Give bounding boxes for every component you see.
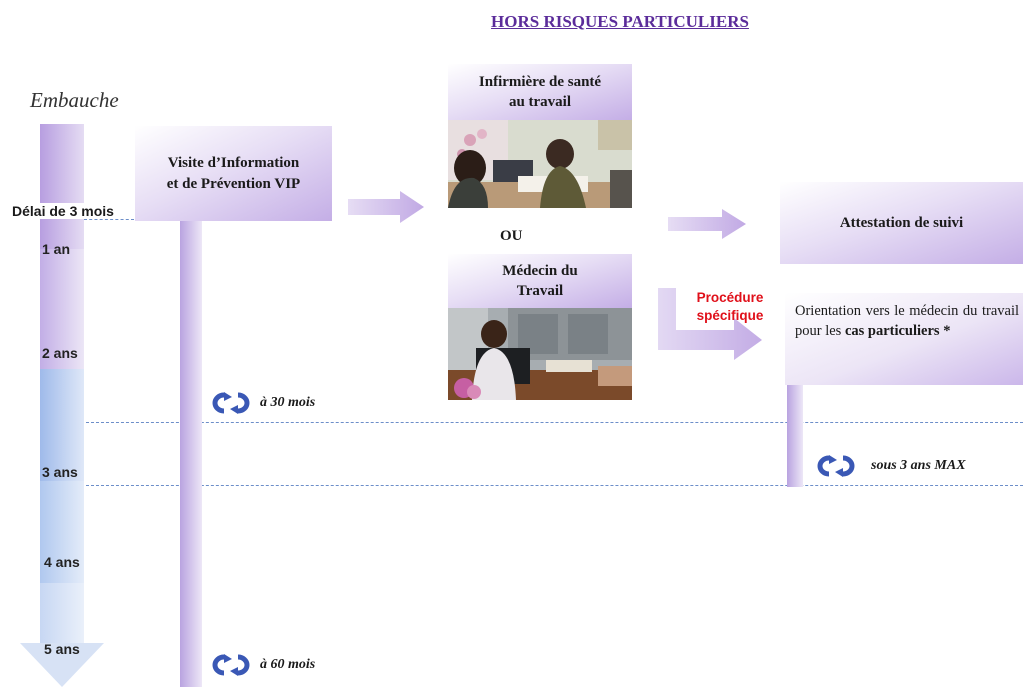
cycle-icon [212,392,250,414]
attestation-label: Attestation de suivi [839,214,964,231]
guide-line-30-months [86,422,1023,423]
or-label: OU [500,228,523,244]
bent-arrow-icon [658,288,762,360]
cycle-30-months: à 30 mois [210,392,315,414]
year-label-2: 2 ans [42,345,78,361]
cycle-3-label: sous 3 ans MAX [871,458,966,473]
doctor-photo [448,308,632,400]
procedure-line-1: Procédure [696,290,764,305]
vip-line-2: et de Prévention VIP [166,175,301,192]
timeline-start-label: Embauche [30,88,119,112]
year-label-3: 3 ans [42,464,78,480]
timeline-arrow-tip [20,643,104,687]
orientation-stem [787,385,803,487]
orientation-text-bold: cas particuliers * [844,323,951,340]
cycle-60-months: à 60 mois [210,654,315,676]
vip-box: Visite d’Information et de Prévention VI… [135,126,332,221]
cycle-30-label: à 30 mois [260,395,316,410]
timeline-segment-5 [40,583,84,643]
doctor-line-1: Médecin du [502,262,578,279]
attestation-box: Attestation de suivi [780,182,1023,264]
delay-label: Délai de 3 mois [10,203,116,219]
nurse-photo [448,120,632,208]
year-label-1: 1 an [42,241,71,257]
year-label-4: 4 ans [44,554,80,570]
timeline-segment-3 [40,369,84,481]
arrow-right-icon [668,209,746,239]
cycle-60-label: à 60 mois [260,657,316,672]
page-title: HORS RISQUES PARTICULIERS [491,12,749,31]
procedure-line-2: spécifique [696,308,764,324]
cycle-3-years: sous 3 ans MAX [815,455,966,477]
nurse-line-2: au travail [508,94,572,110]
arrow-right-icon [348,191,424,223]
timeline-segment-2 [40,249,84,369]
timeline-segment-1 [40,124,84,249]
doctor-title-box: Médecin du Travail [448,254,632,308]
doctor-line-2: Travail [516,283,564,299]
orientation-box: Orientation vers le médecin du travail p… [785,293,1023,385]
timeline-segment-4 [40,481,84,583]
procedure-label: Procédure spécifique [680,289,780,325]
cycle-icon [817,455,855,477]
cycle-icon [212,654,250,676]
guide-line-3-years [86,485,1023,486]
vip-line-1: Visite d’Information [167,155,300,172]
vip-timeline-stem [180,221,202,687]
delay-dashed-line [84,219,134,220]
nurse-line-1: Infirmière de santé [478,73,602,90]
nurse-title-box: Infirmière de santé au travail [448,64,632,120]
year-label-5: 5 ans [44,641,80,657]
orientation-text: Orientation vers le médecin du travail p… [795,303,1019,340]
